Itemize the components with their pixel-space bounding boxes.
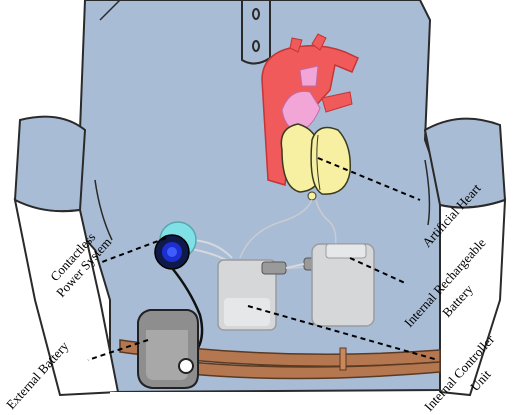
heart-connector — [308, 192, 316, 200]
battery-top-cap — [326, 244, 366, 258]
controller-highlight — [224, 298, 270, 326]
external-battery-port — [179, 359, 193, 373]
internal-rechargeable-battery — [312, 244, 374, 326]
pants-area — [110, 392, 440, 415]
pulmonary-vessel-2 — [300, 66, 318, 86]
connector-plug-left — [262, 262, 286, 274]
belt-loop — [340, 348, 346, 370]
left-sleeve — [15, 117, 85, 212]
coil-external-core — [167, 247, 177, 257]
external-battery — [138, 310, 198, 388]
